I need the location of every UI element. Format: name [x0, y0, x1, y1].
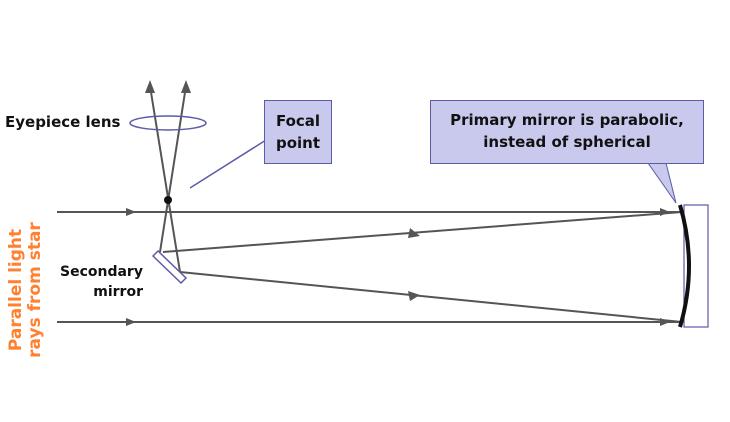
secondary-label-line2: mirror — [93, 284, 143, 300]
ray-arrow — [181, 80, 191, 93]
ray-arrow — [145, 80, 155, 93]
secondary-mirror-icon — [151, 249, 188, 285]
eyepiece-ray-left — [149, 85, 181, 273]
primary-callout-line1: Primary mirror is parabolic, — [450, 111, 684, 129]
side-label-line2: rays from star — [25, 222, 45, 358]
primary-callout-line2: instead of spherical — [483, 133, 651, 151]
secondary-label-line1: Secondary — [60, 264, 143, 280]
parallel-rays-label: Parallel light rays from star — [6, 222, 45, 358]
secondary-mirror-label: Secondary mirror — [60, 262, 143, 302]
focal-callout-line2: point — [275, 134, 321, 152]
eyepiece-ray-right — [159, 85, 187, 253]
focal-point-dot — [164, 196, 172, 204]
focal-point-callout: Focal point — [264, 100, 332, 164]
ray-arrow — [126, 208, 136, 216]
focal-callout-line1: Focal — [275, 112, 321, 130]
reflected-ray-upper — [162, 211, 683, 253]
ray-arrow — [408, 291, 420, 301]
eyepiece-lens-icon — [129, 115, 207, 131]
ray-arrow — [408, 228, 420, 238]
reflected-ray-lower — [179, 271, 683, 323]
primary-mirror-callout: Primary mirror is parabolic, instead of … — [430, 100, 704, 164]
ray-arrow — [126, 318, 136, 326]
primary-mirror-icon — [678, 204, 691, 328]
primary-callout-pointer — [647, 162, 677, 204]
primary-mirror-frame — [683, 204, 709, 328]
side-label-line1: Parallel light — [6, 228, 26, 352]
eyepiece-lens-label: Eyepiece lens — [5, 113, 121, 131]
ray-arrow — [660, 208, 670, 216]
focal-pointer — [189, 139, 267, 189]
